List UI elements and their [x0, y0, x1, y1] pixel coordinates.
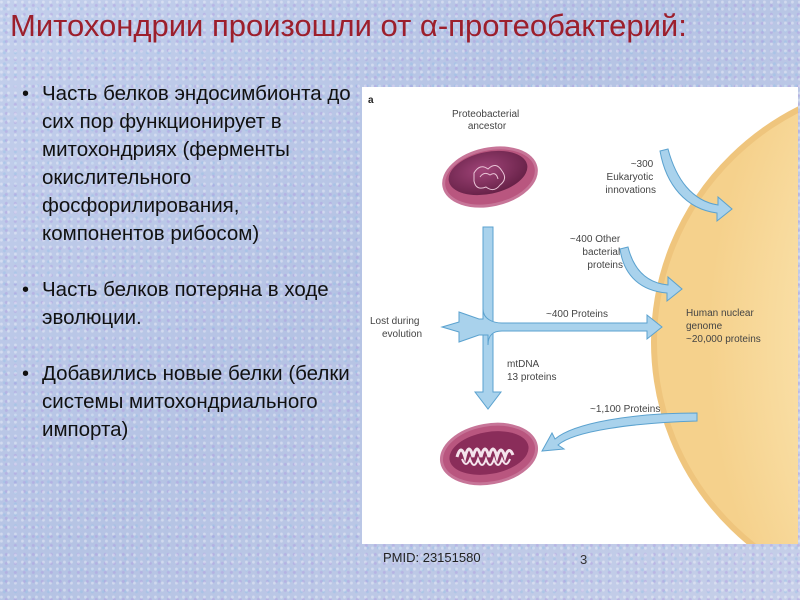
proteins-1100-arrow [541, 412, 698, 452]
eukaryotic-label-line: innovations [605, 185, 656, 196]
human-cell-shape [651, 106, 798, 544]
diagram-svg: a Proteobacterial ancestor [368, 95, 798, 544]
ancestor-label-line: ancestor [468, 121, 507, 132]
bullet-text: Часть белков потеряна в ходе эволюции. [42, 278, 329, 329]
evolution-diagram: a Proteobacterial ancestor [362, 87, 798, 544]
other-bacterial-label-line: ~400 Other [570, 234, 621, 245]
eukaryotic-label-line: Eukaryotic [607, 172, 654, 183]
eukaryotic-label-line: ~300 [631, 159, 654, 170]
panel-label: a [368, 95, 374, 106]
other-bacterial-label: ~400 Other bacterial proteins [570, 234, 623, 271]
proteins-400-label: ~400 Proteins [546, 309, 608, 320]
bullet-text: Добавились новые белки (белки системы ми… [42, 362, 350, 441]
mtdna-label-line: 13 proteins [507, 372, 556, 383]
proteins-1100-label: ~1,100 Proteins [590, 404, 660, 415]
slide-title: Митохондрии произошли от α-протеобактери… [10, 8, 687, 43]
lost-label-line: evolution [382, 329, 422, 340]
pmid-reference: PMID: 23151580 [383, 550, 481, 565]
nuclear-genome-label-line: genome [686, 321, 723, 332]
nuclear-genome-label: Human nuclear genome ~20,000 proteins [686, 308, 761, 345]
lost-label-line: Lost during [370, 316, 419, 327]
bullet-marker: • [22, 83, 30, 105]
ancestor-label: Proteobacterial ancestor [452, 109, 522, 132]
mtdna-label: mtDNA 13 proteins [507, 359, 556, 383]
eukaryotic-innovations-arrow [659, 148, 733, 223]
slide-number: 3 [580, 552, 588, 567]
bullet-item-retained-proteins: • Часть белков эндосимбионта до сих пор … [20, 80, 355, 248]
nuclear-genome-label-line: ~20,000 proteins [686, 334, 761, 345]
bullet-marker: • [22, 363, 30, 385]
bullet-marker: • [22, 279, 30, 301]
other-bacterial-arrow [619, 246, 683, 303]
horizontal-double-arrow [440, 308, 663, 346]
bullet-item-new-proteins: • Добавились новые белки (белки системы … [20, 360, 355, 444]
vertical-down-arrow [473, 226, 503, 410]
nuclear-genome-label-line: Human nuclear [686, 308, 754, 319]
bullet-list: • Часть белков эндосимбионта до сих пор … [20, 80, 355, 472]
mtdna-label-line: mtDNA [507, 359, 540, 370]
eukaryotic-innovations-label: ~300 Eukaryotic innovations [605, 159, 656, 196]
other-bacterial-label-line: proteins [587, 260, 623, 271]
lost-during-evolution-label: Lost during evolution [370, 316, 422, 340]
bullet-text: Часть белков эндосимбионта до сих пор фу… [42, 82, 351, 245]
bullet-item-lost-proteins: • Часть белков потеряна в ходе эволюции. [20, 276, 355, 332]
ancestor-label-line: Proteobacterial [452, 109, 519, 120]
mitochondrion-icon [439, 422, 539, 486]
proteobacterium-icon [442, 146, 538, 208]
other-bacterial-label-line: bacterial [582, 247, 620, 258]
